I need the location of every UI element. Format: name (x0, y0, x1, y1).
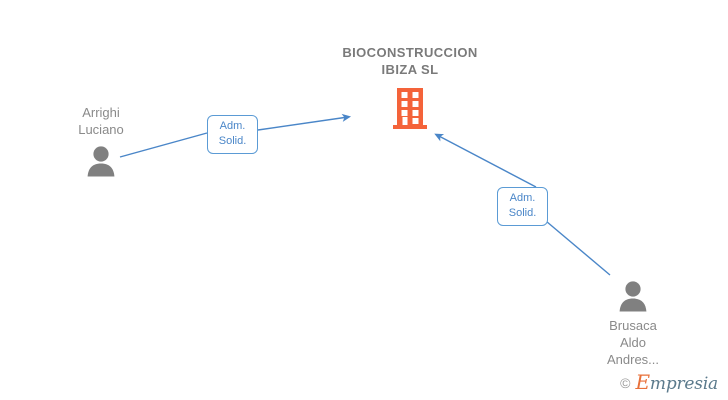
person-icon (619, 281, 647, 312)
copyright-icon: © (620, 374, 631, 391)
building-icon (393, 88, 427, 129)
relation-label-arrighi-luciano[interactable]: Adm. Solid. (207, 115, 258, 154)
person-node-arrighi-luciano[interactable]: Arrighi Luciano (31, 104, 171, 177)
edge-label-to-company-right (434, 133, 537, 188)
person-name: Brusaca Aldo Andres... (606, 318, 660, 367)
company-name: BIOCONSTRUCCION IBIZA SL (342, 45, 478, 77)
brand-rest: mpresia (649, 374, 718, 394)
company-node[interactable]: BIOCONSTRUCCION IBIZA SL (310, 44, 510, 130)
brand-initial: E (635, 370, 651, 394)
relation-label-brusaca-aldo-andres[interactable]: Adm. Solid. (497, 187, 548, 226)
person-node-brusaca-aldo-andres[interactable]: Brusaca Aldo Andres... (563, 280, 703, 368)
watermark: © Empresia (620, 372, 718, 393)
edge-brusaca-to-label (539, 215, 611, 276)
person-icon (87, 146, 115, 177)
person-name: Arrighi Luciano (78, 105, 124, 137)
brand-name: Empresia (636, 372, 719, 393)
